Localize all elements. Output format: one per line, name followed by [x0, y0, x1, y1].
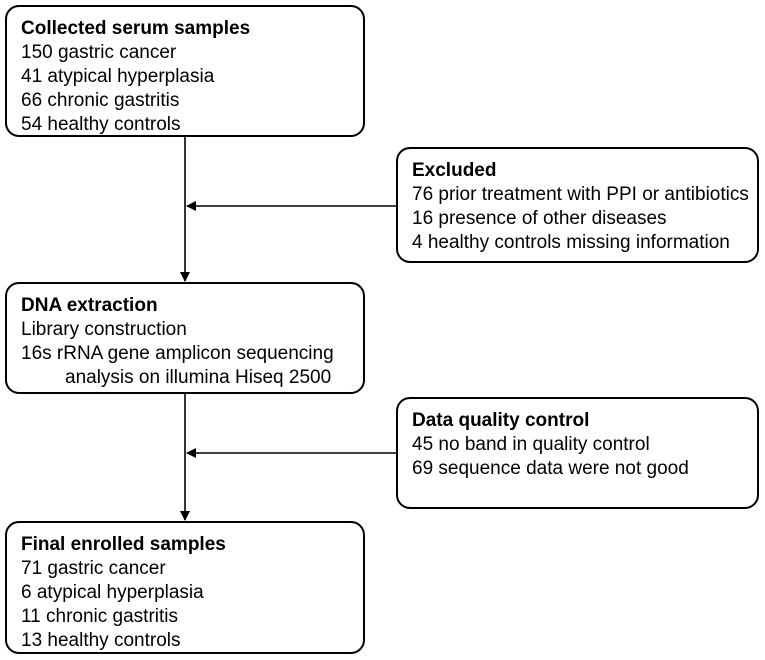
- excluded-line: 76 prior treatment with PPI or antibioti…: [412, 184, 749, 205]
- collected-line: 41 atypical hyperplasia: [21, 66, 215, 87]
- excluded-title: Excluded: [412, 160, 497, 181]
- final-title: Final enrolled samples: [21, 534, 226, 555]
- final-line: 71 gastric cancer: [21, 558, 166, 579]
- final-line: 6 atypical hyperplasia: [21, 582, 204, 603]
- collected-line: 54 healthy controls: [21, 114, 181, 135]
- dna-extraction-box: DNA extraction Library construction 16s …: [5, 282, 365, 394]
- dna-line: Library construction: [21, 319, 187, 340]
- quality-title: Data quality control: [412, 410, 590, 431]
- dna-line: 16s rRNA gene amplicon sequencing: [21, 343, 334, 364]
- collected-samples-box: Collected serum samples 150 gastric canc…: [5, 5, 365, 137]
- excluded-line: 16 presence of other diseases: [412, 208, 667, 229]
- data-quality-control-box: Data quality control 45 no band in quali…: [396, 397, 759, 509]
- collected-line: 66 chronic gastritis: [21, 90, 180, 111]
- excluded-box: Excluded 76 prior treatment with PPI or …: [396, 147, 759, 263]
- dna-title: DNA extraction: [21, 295, 158, 316]
- quality-line: 45 no band in quality control: [412, 434, 650, 455]
- collected-line: 150 gastric cancer: [21, 42, 177, 63]
- final-line: 13 healthy controls: [21, 630, 181, 651]
- excluded-line: 4 healthy controls missing information: [412, 232, 730, 253]
- collected-title: Collected serum samples: [21, 18, 251, 39]
- dna-line: analysis on illumina Hiseq 2500: [65, 367, 332, 388]
- final-enrolled-box: Final enrolled samples 71 gastric cancer…: [5, 521, 365, 654]
- quality-line: 69 sequence data were not good: [412, 458, 689, 479]
- final-line: 11 chronic gastritis: [21, 606, 178, 627]
